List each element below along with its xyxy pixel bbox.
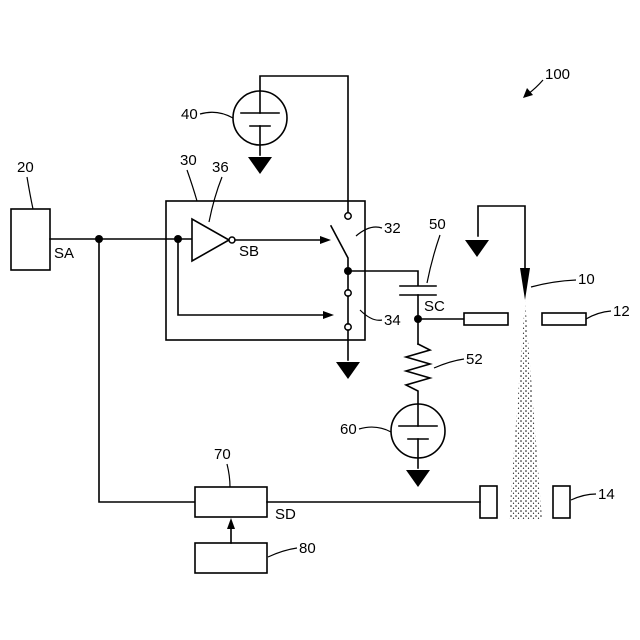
electrode-12-left [464, 313, 508, 325]
label-sc: SC [424, 298, 445, 315]
label-80: 80 [299, 540, 316, 557]
inverter-36-bubble [229, 237, 235, 243]
ground-40 [248, 157, 272, 174]
label-70: 70 [214, 446, 231, 463]
ground-34 [336, 362, 360, 379]
detector-14-left [480, 486, 497, 518]
detector-14-right [553, 486, 570, 518]
leader-30 [187, 170, 197, 201]
label-10: 10 [578, 271, 595, 288]
leader-40 [200, 112, 233, 118]
switch-32-top [345, 213, 351, 219]
leader-70 [227, 464, 230, 487]
leader-36 [209, 177, 222, 222]
leader-34 [360, 310, 382, 320]
label-40: 40 [181, 106, 198, 123]
label-50: 50 [429, 216, 446, 233]
leader-80 [268, 548, 297, 557]
leader-50 [427, 235, 440, 283]
ground-60 [406, 470, 430, 487]
arrow-sb [320, 236, 331, 244]
electrode-12-right [542, 313, 586, 325]
leader-60 [359, 427, 391, 432]
label-36: 36 [212, 159, 229, 176]
spray-plume [509, 300, 542, 519]
label-60: 60 [340, 421, 357, 438]
label-30: 30 [180, 152, 197, 169]
arrow-100-head [523, 88, 533, 98]
resistor-52 [406, 344, 430, 405]
label-14: 14 [598, 486, 615, 503]
leader-14 [571, 494, 596, 500]
leader-12 [586, 311, 611, 319]
inverter-36 [192, 219, 229, 261]
label-sa: SA [54, 245, 74, 262]
wire-sa-to-70 [99, 239, 195, 502]
label-sd: SD [275, 506, 296, 523]
block-80 [195, 543, 267, 573]
label-32: 32 [384, 220, 401, 237]
label-12: 12 [613, 303, 630, 320]
ground-feed [465, 240, 489, 257]
label-20: 20 [17, 159, 34, 176]
block-70 [195, 487, 267, 517]
label-52: 52 [466, 351, 483, 368]
wire-emitter-feed [478, 206, 525, 268]
block-20 [11, 209, 50, 270]
arrow-80-to-70 [227, 518, 235, 529]
label-sb: SB [239, 243, 259, 260]
label-100: 100 [545, 66, 570, 83]
leader-10 [531, 280, 576, 287]
label-34: 34 [384, 312, 401, 329]
arrow-sa-inner [323, 311, 334, 319]
emitter-10-tip [520, 268, 530, 300]
switch-32-blade [331, 226, 348, 271]
wire-to-capacitor [348, 271, 418, 285]
leader-52 [434, 359, 464, 368]
leader-32 [356, 227, 382, 236]
leader-20 [27, 177, 33, 209]
